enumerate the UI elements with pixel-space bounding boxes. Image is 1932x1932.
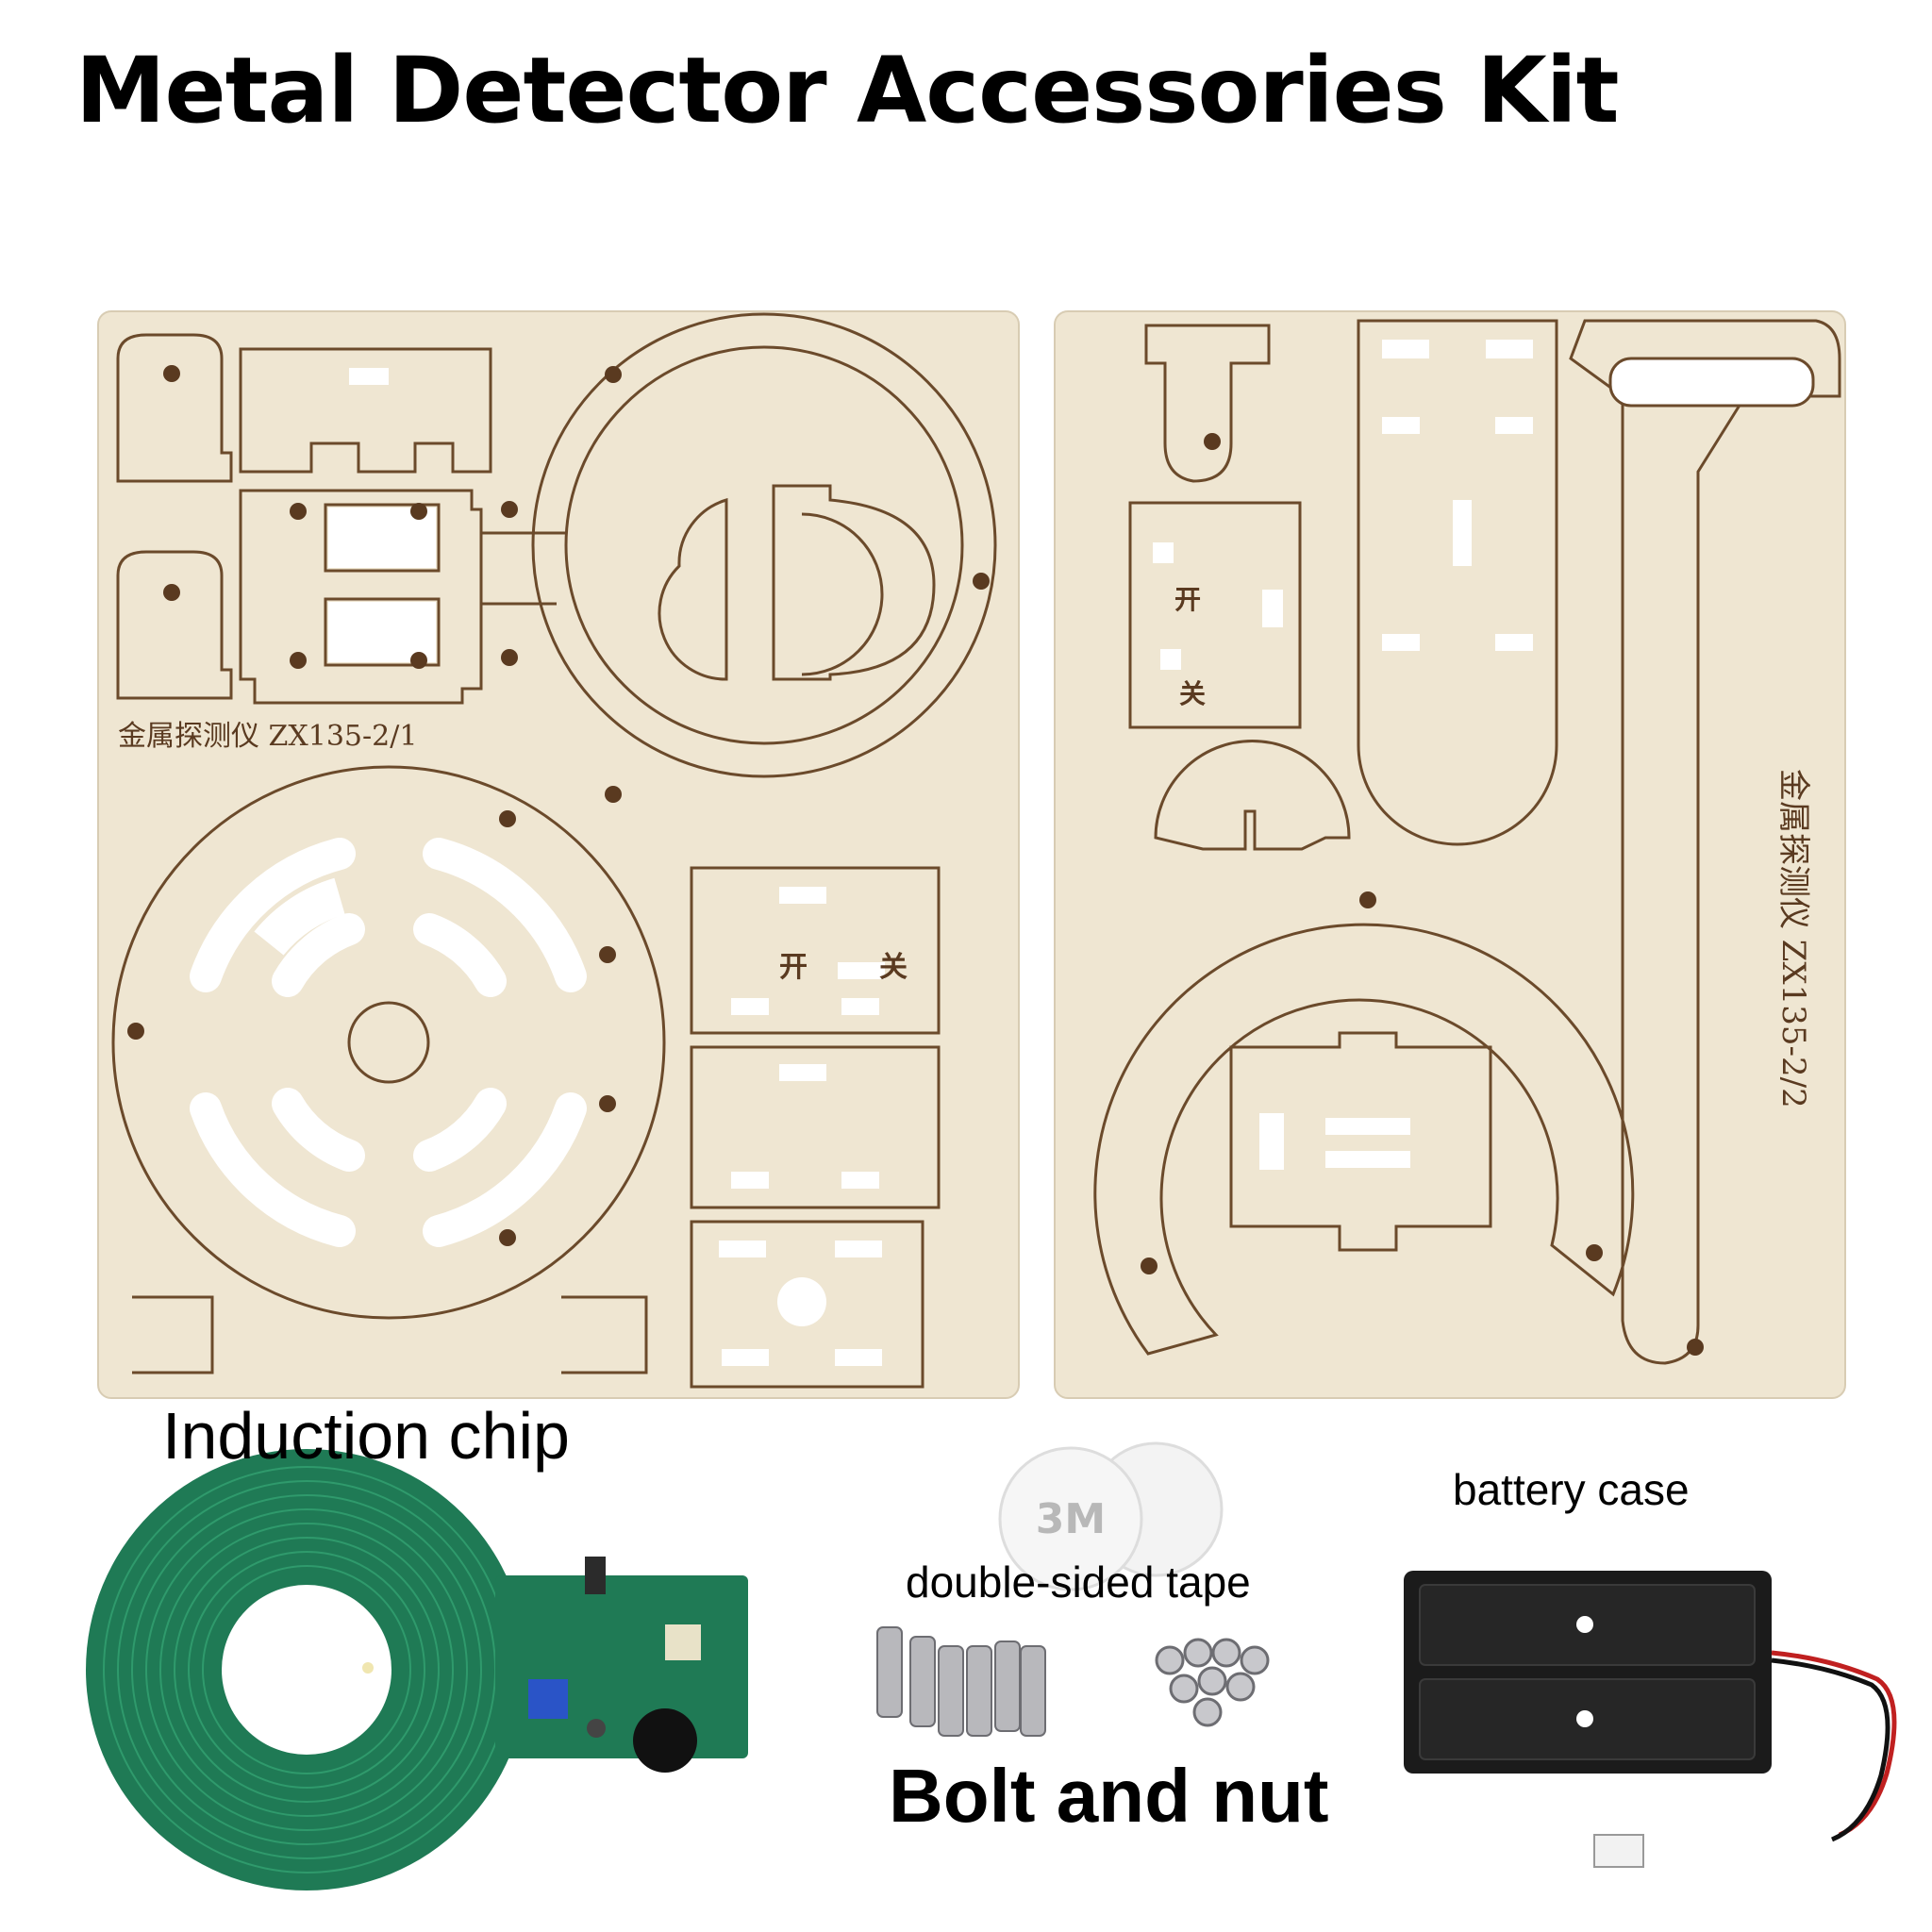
board-1-engraving: 金属探测仪 ZX135-2/1 (118, 720, 417, 753)
battery-case (1404, 1571, 1897, 1868)
d-piece (658, 497, 728, 681)
frame-window (324, 597, 441, 667)
board-2-engraving: 金属探测仪 ZX135-2/2 (1774, 769, 1812, 1108)
wood-board-1: 金属探测仪 ZX135-2/1 开 关 (97, 310, 1020, 1399)
induction-chip-pcb (86, 1449, 748, 1890)
disc-outer (531, 312, 997, 778)
gauge-piece (772, 484, 936, 681)
switch-close-text-2: 关 (1179, 678, 1206, 709)
plain-panel (690, 1045, 941, 1209)
bracket-piece (1144, 324, 1271, 483)
tape-brand: 3M (1036, 1495, 1106, 1543)
switch-panel (690, 866, 941, 1035)
induction-chip-label: Induction chip (162, 1399, 570, 1473)
round-hole-panel (690, 1220, 924, 1389)
battery-holder-piece (1229, 1031, 1492, 1252)
bracket-piece (116, 333, 233, 483)
disc-inner (564, 345, 964, 745)
bolt-and-nut-label: Bolt and nut (889, 1754, 1329, 1838)
switch-open-text-2: 开 (1174, 584, 1201, 615)
switch-open-text: 开 (779, 951, 808, 984)
clip-piece (561, 1295, 648, 1374)
switch-close-text: 关 (879, 951, 908, 984)
horseshoe-piece (1093, 923, 1635, 1356)
speaker-disc (111, 765, 666, 1320)
page-title: Metal Detector Accessories Kit (75, 38, 1620, 143)
long-rounded-piece (1357, 319, 1558, 846)
top-rect-piece (239, 347, 492, 474)
double-sided-tape: 3M (998, 1441, 1224, 1591)
double-sided-tape-label: double-sided tape (906, 1557, 1251, 1607)
battery-case-label: battery case (1453, 1465, 1690, 1514)
frame-window (324, 503, 441, 573)
bracket-piece (116, 550, 233, 700)
nuts (1155, 1638, 1270, 1727)
frame-piece (239, 489, 483, 705)
wood-board-2: 开 关 金属探测仪 ZX135-2/2 (1054, 310, 1846, 1399)
bolts (876, 1626, 1046, 1737)
speaker-center-hole (347, 1001, 430, 1084)
clip-piece (132, 1295, 214, 1374)
switch-panel-2 (1128, 501, 1302, 729)
arch-piece (1154, 740, 1351, 851)
